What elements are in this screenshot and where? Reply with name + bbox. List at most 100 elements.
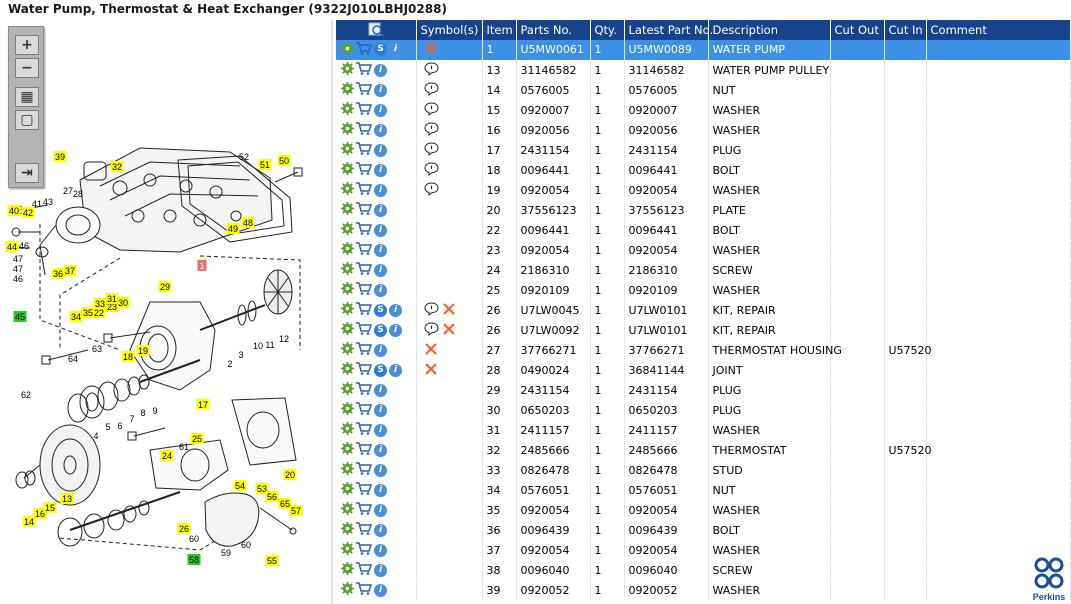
cell-parts-no[interactable]: 0650203 (516, 400, 591, 421)
cell-item[interactable]: 30 (482, 400, 517, 421)
cell-cut-in[interactable] (884, 40, 927, 61)
cell-parts-no[interactable]: U7LW0045 (516, 300, 591, 321)
note-bubble-icon[interactable] (421, 161, 439, 179)
configure-icon[interactable] (338, 122, 356, 138)
add-to-cart-icon[interactable] (356, 382, 374, 398)
cell-cut-in[interactable] (884, 360, 927, 381)
configure-icon[interactable] (338, 542, 356, 558)
callout-label-43[interactable]: 43 (43, 197, 53, 207)
cell-parts-no[interactable]: 0920109 (516, 280, 591, 301)
cell-cut-out[interactable] (830, 280, 885, 301)
callout-label-33[interactable]: 33 (93, 298, 107, 309)
cell-parts-no[interactable]: 2411157 (516, 420, 591, 441)
cell-comment[interactable] (926, 340, 1071, 361)
cell-cut-out[interactable] (830, 420, 885, 441)
cell-description[interactable]: WATER PUMP PULLEY (708, 60, 831, 81)
cell-qty[interactable]: 1 (590, 200, 625, 221)
cell-parts-no[interactable]: 0096441 (516, 160, 591, 181)
info-icon[interactable]: i (374, 423, 387, 437)
cell-cut-in[interactable] (884, 480, 927, 501)
info-icon[interactable]: i (374, 543, 387, 557)
cell-cut-out[interactable] (830, 440, 885, 461)
add-to-cart-icon[interactable] (356, 422, 374, 438)
configure-icon[interactable] (338, 142, 356, 158)
cell-item[interactable]: 22 (482, 220, 517, 241)
cell-parts-no[interactable]: 31146582 (516, 60, 591, 81)
column-header-comment[interactable]: Comment (926, 20, 1071, 40)
callout-label-41[interactable]: 41 (32, 199, 42, 209)
callout-label-57[interactable]: 57 (289, 505, 303, 516)
cell-cut-in[interactable] (884, 140, 927, 161)
info-icon[interactable]: i (374, 83, 387, 97)
cell-cut-out[interactable] (830, 580, 885, 601)
info-icon[interactable]: i (374, 123, 387, 137)
cell-item[interactable]: 32 (482, 440, 517, 461)
cell-cut-out[interactable] (830, 260, 885, 281)
add-to-cart-icon[interactable] (356, 282, 374, 298)
cell-item[interactable]: 29 (482, 380, 517, 401)
cell-cut-out[interactable] (830, 320, 885, 341)
info-icon[interactable]: i (374, 383, 387, 397)
callout-label-22[interactable]: 22 (92, 307, 106, 318)
info-icon[interactable]: i (374, 523, 387, 537)
cell-item[interactable]: 26 (482, 300, 517, 321)
cell-qty[interactable]: 1 (590, 440, 625, 461)
cell-item[interactable]: 24 (482, 260, 517, 281)
cell-item[interactable]: 1 (482, 40, 517, 61)
add-to-cart-icon[interactable] (356, 402, 374, 418)
cell-latest-part-no[interactable]: 0920054 (624, 500, 709, 521)
cell-cut-out[interactable] (830, 540, 885, 561)
cell-item[interactable]: 34 (482, 480, 517, 501)
cell-item[interactable]: 31 (482, 420, 517, 441)
callout-label-42[interactable]: 42 (21, 207, 35, 218)
cell-description[interactable]: WASHER (708, 280, 831, 301)
cell-latest-part-no[interactable]: 0096040 (624, 560, 709, 581)
cell-parts-no[interactable]: 0920054 (516, 180, 591, 201)
add-to-cart-icon[interactable] (356, 542, 374, 558)
callout-label-17[interactable]: 17 (196, 399, 210, 410)
cell-cut-out[interactable] (830, 80, 885, 101)
cell-cut-in[interactable] (884, 240, 927, 261)
cell-latest-part-no[interactable]: 0920054 (624, 240, 709, 261)
callout-label-60[interactable]: 60 (189, 534, 199, 544)
cell-cut-in[interactable] (884, 520, 927, 541)
callout-label-35[interactable]: 35 (81, 307, 95, 318)
cell-latest-part-no[interactable]: U7LW0101 (624, 320, 709, 341)
note-bubble-icon[interactable] (421, 301, 439, 319)
info-icon[interactable]: i (374, 183, 387, 197)
cell-item[interactable]: 39 (482, 580, 517, 601)
cell-latest-part-no[interactable]: 0920109 (624, 280, 709, 301)
cell-comment[interactable] (926, 40, 1071, 61)
cell-cut-in[interactable] (884, 560, 927, 581)
cell-latest-part-no[interactable]: U5MW0089 (624, 40, 709, 61)
cell-qty[interactable]: 1 (590, 280, 625, 301)
cell-parts-no[interactable]: 0096040 (516, 560, 591, 581)
callout-label-28[interactable]: 28 (73, 189, 83, 199)
cell-cut-in[interactable] (884, 60, 927, 81)
cell-comment[interactable] (926, 200, 1071, 221)
cell-cut-in[interactable] (884, 300, 927, 321)
cell-comment[interactable] (926, 60, 1071, 81)
cell-cut-out[interactable] (830, 360, 885, 381)
note-bubble-icon[interactable] (421, 81, 439, 99)
add-to-cart-icon[interactable] (356, 142, 374, 158)
callout-label-3[interactable]: 3 (238, 350, 243, 360)
cell-parts-no[interactable]: 37556123 (516, 200, 591, 221)
cell-qty[interactable]: 1 (590, 220, 625, 241)
callout-label-6[interactable]: 6 (117, 421, 122, 431)
cell-cut-out[interactable] (830, 400, 885, 421)
cell-parts-no[interactable]: 0920056 (516, 120, 591, 141)
callout-label-59[interactable]: 59 (221, 548, 231, 558)
cell-qty[interactable]: 1 (590, 40, 625, 61)
cell-cut-out[interactable] (830, 480, 885, 501)
info-icon[interactable]: i (374, 343, 387, 357)
info-icon[interactable]: i (374, 203, 387, 217)
